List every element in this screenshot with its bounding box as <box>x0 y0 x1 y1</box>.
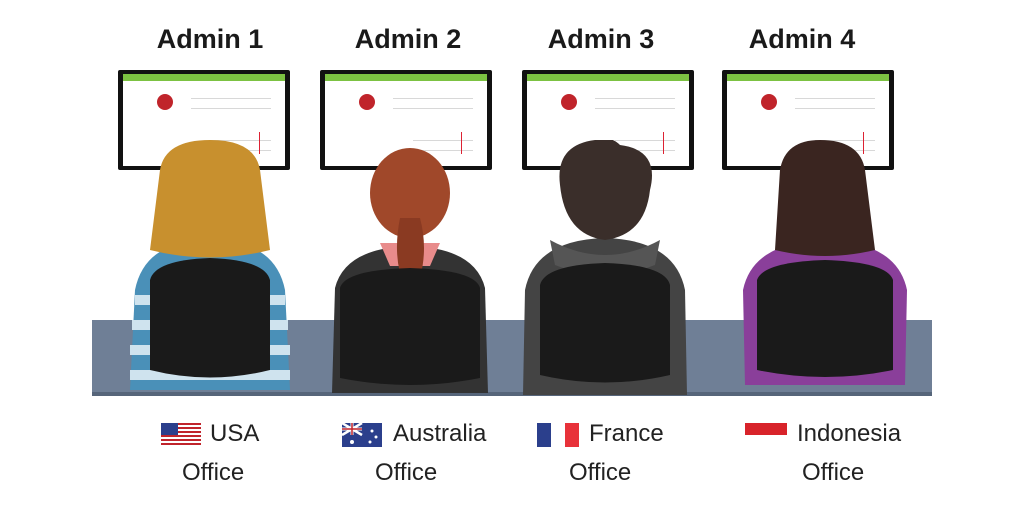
admin-2-title: Admin 2 <box>354 24 462 54</box>
france-label: France <box>589 420 664 447</box>
admin-4-title: Admin 4 <box>748 24 856 54</box>
screen-header-bar <box>527 74 689 81</box>
australia-label: Australia <box>393 420 487 447</box>
screen-header-bar <box>123 74 285 81</box>
australia-flag-icon <box>342 423 382 447</box>
france-office-label: Office <box>569 459 632 486</box>
admin-1-title: Admin 1 <box>156 24 264 54</box>
desk-edge <box>92 392 932 396</box>
monitor-admin-2 <box>320 70 492 170</box>
admin-3-title: Admin 3 <box>547 24 655 54</box>
indonesia-label: Indonesia <box>797 420 902 447</box>
admin-1-figure <box>130 140 290 390</box>
admin-3-figure <box>523 140 687 395</box>
usa-office-label: Office <box>182 459 245 486</box>
pie-chart-icon <box>761 94 777 110</box>
australia-office-label: Office <box>375 459 438 486</box>
admin-2-figure <box>332 148 488 393</box>
usa-label: USA <box>210 420 260 447</box>
admin-4-figure <box>743 140 907 385</box>
pie-chart-icon <box>359 94 375 110</box>
indonesia-flag-icon <box>745 423 787 447</box>
pie-chart-icon <box>157 94 173 110</box>
dashboard-screen <box>123 74 285 166</box>
monitor-admin-1 <box>118 70 290 170</box>
monitor-admin-4 <box>722 70 894 170</box>
france-flag-icon <box>537 423 579 447</box>
screen-header-bar <box>727 74 889 81</box>
pie-chart-icon <box>561 94 577 110</box>
screen-header-bar <box>325 74 487 81</box>
usa-flag-icon <box>161 423 201 447</box>
indonesia-office-label: Office <box>802 459 865 486</box>
